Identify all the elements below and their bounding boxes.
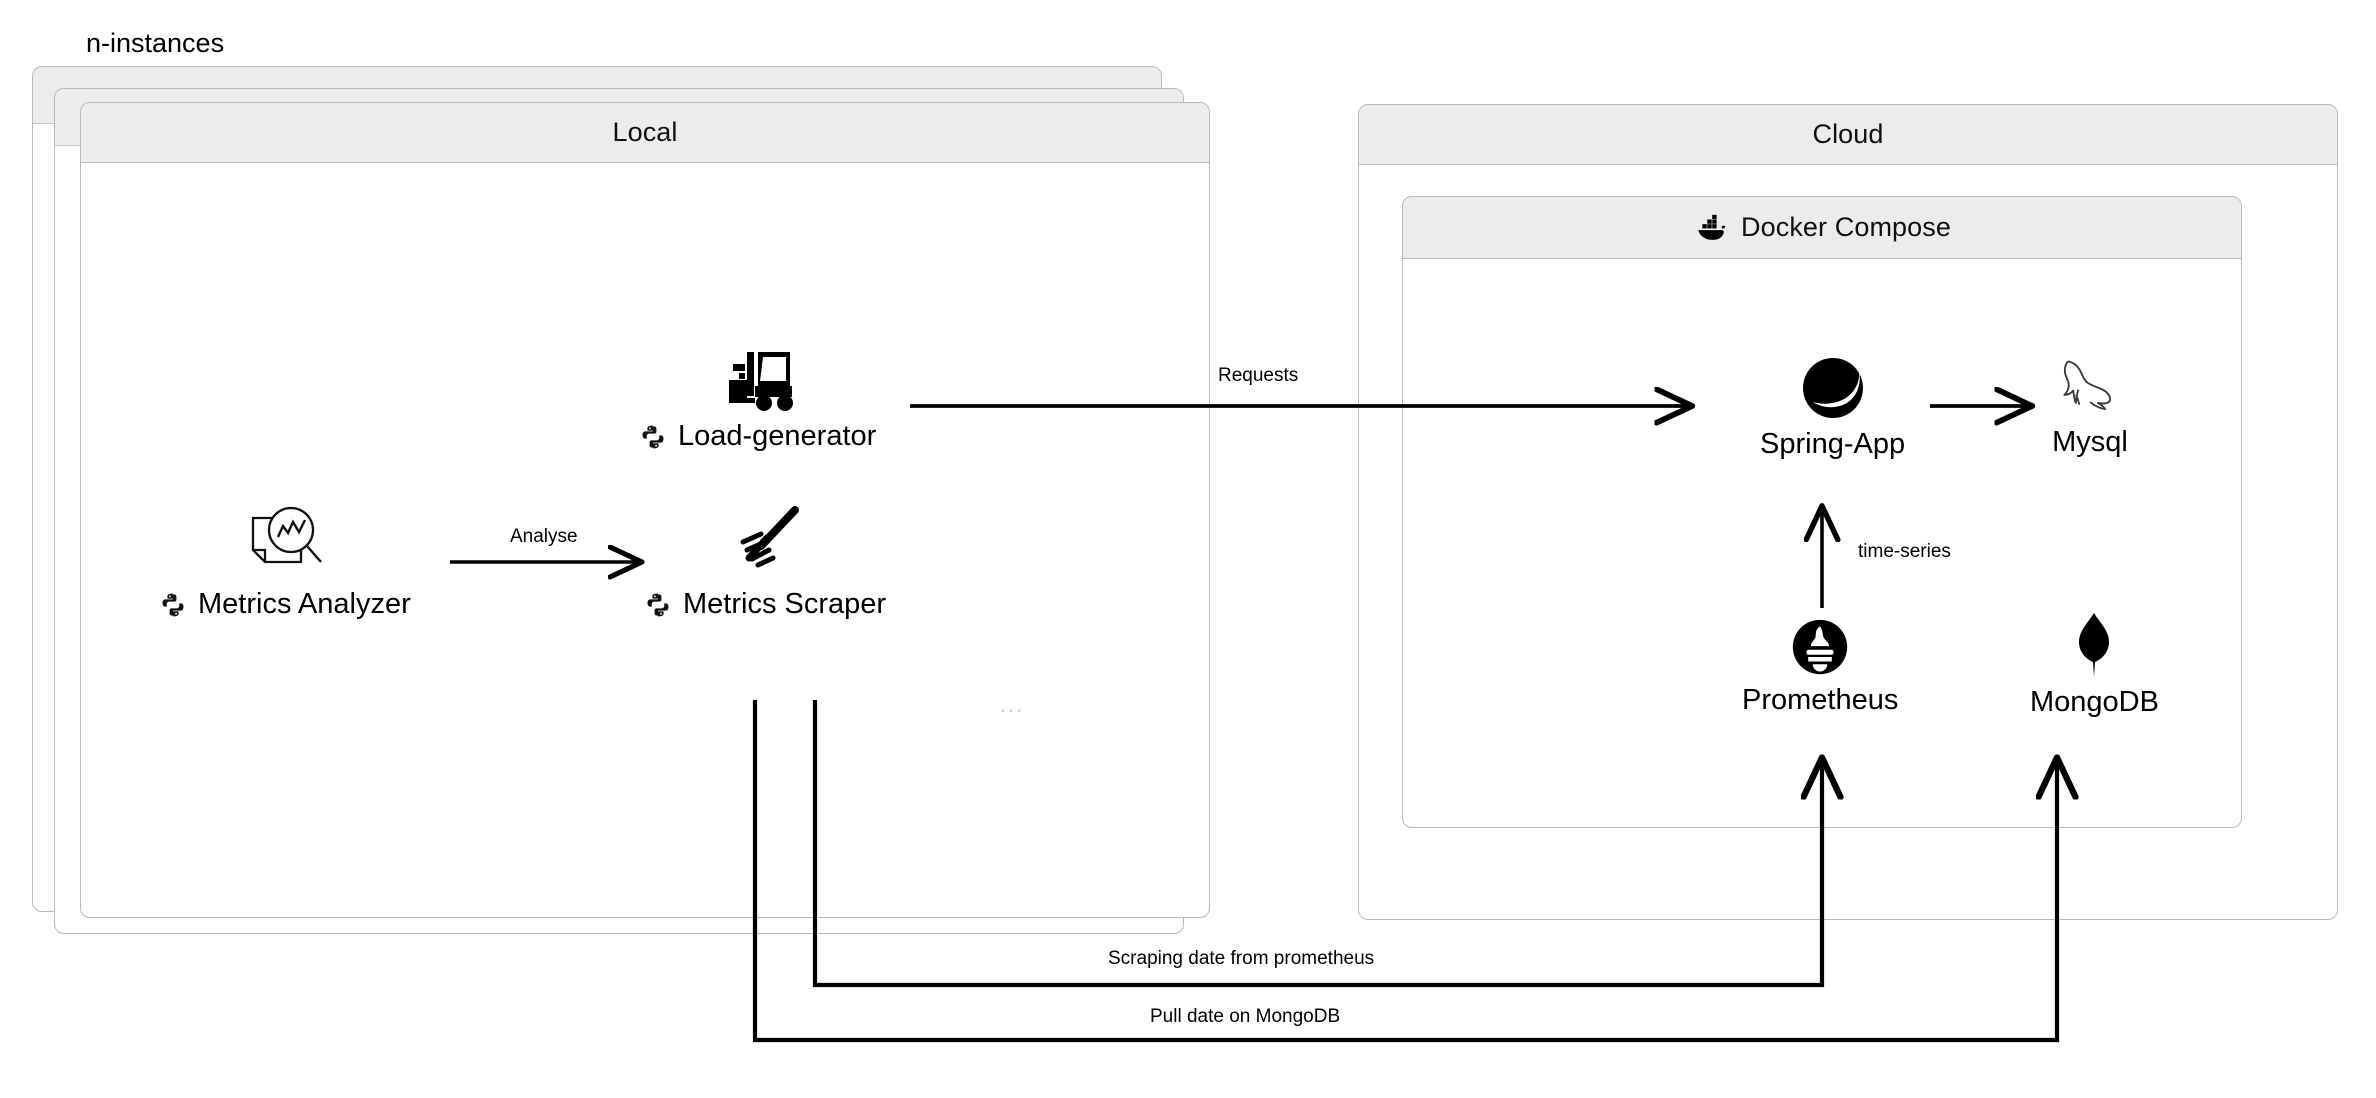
spring-leaf-icon — [1801, 356, 1865, 420]
docker-compose-header: Docker Compose — [1403, 197, 2241, 259]
python-icon — [160, 592, 186, 618]
more-instances-ellipsis: ... — [1000, 692, 1025, 717]
local-panel-header: Local — [81, 103, 1209, 163]
node-metrics-analyzer[interactable]: Metrics Analyzer — [160, 500, 411, 621]
node-prometheus-text: Prometheus — [1742, 684, 1898, 717]
node-mysql-label: Mysql — [2052, 426, 2128, 458]
cloud-panel-header: Cloud — [1359, 105, 2337, 165]
node-mongodb-label: MongoDB — [2030, 686, 2159, 718]
node-metrics-scraper-text: Metrics Scraper — [645, 588, 886, 621]
cloud-panel-title: Cloud — [1812, 119, 1884, 149]
node-mongodb[interactable]: MongoDB — [2030, 612, 2159, 719]
edge-label-requests: Requests — [1218, 365, 1299, 386]
mongodb-leaf-icon — [2072, 612, 2116, 678]
python-icon — [640, 424, 666, 450]
node-load-generator-text: Load-generator — [640, 420, 876, 453]
node-mongodb-text: MongoDB — [2030, 686, 2159, 719]
node-prometheus-label: Prometheus — [1742, 684, 1899, 716]
node-metrics-analyzer-text: Metrics Analyzer — [160, 588, 411, 621]
edge-label-scraping: Scraping date from prometheus — [1108, 948, 1375, 969]
rake-icon — [725, 502, 807, 580]
mysql-dolphin-icon — [2050, 356, 2130, 418]
docker-whale-icon — [1693, 214, 1727, 242]
docker-compose-panel: Docker Compose — [1402, 196, 2242, 828]
local-panel-title: Local — [612, 117, 678, 147]
document-magnifier-chart-icon — [243, 500, 327, 580]
edge-label-analyse: Analyse — [510, 526, 578, 547]
node-metrics-scraper-label: Metrics Scraper — [683, 588, 887, 620]
n-instances-label: n-instances — [86, 28, 225, 58]
node-spring-app[interactable]: Spring-App — [1760, 356, 1905, 461]
edge-label-time-series: time-series — [1858, 541, 1951, 562]
node-prometheus[interactable]: Prometheus — [1742, 618, 1898, 717]
node-load-generator-label: Load-generator — [678, 420, 877, 452]
node-mysql-text: Mysql — [2052, 426, 2128, 459]
prometheus-torch-icon — [1791, 618, 1849, 676]
node-metrics-analyzer-label: Metrics Analyzer — [198, 588, 411, 620]
node-spring-app-label: Spring-App — [1760, 428, 1906, 460]
node-mysql[interactable]: Mysql — [2050, 356, 2130, 459]
node-spring-app-text: Spring-App — [1760, 428, 1905, 461]
edge-label-pull: Pull date on MongoDB — [1150, 1006, 1341, 1027]
docker-compose-title: Docker Compose — [1741, 212, 1951, 242]
node-metrics-scraper[interactable]: Metrics Scraper — [645, 502, 886, 621]
python-icon — [645, 592, 671, 618]
node-load-generator[interactable]: Load-generator — [640, 350, 876, 453]
forklift-icon — [722, 350, 794, 412]
